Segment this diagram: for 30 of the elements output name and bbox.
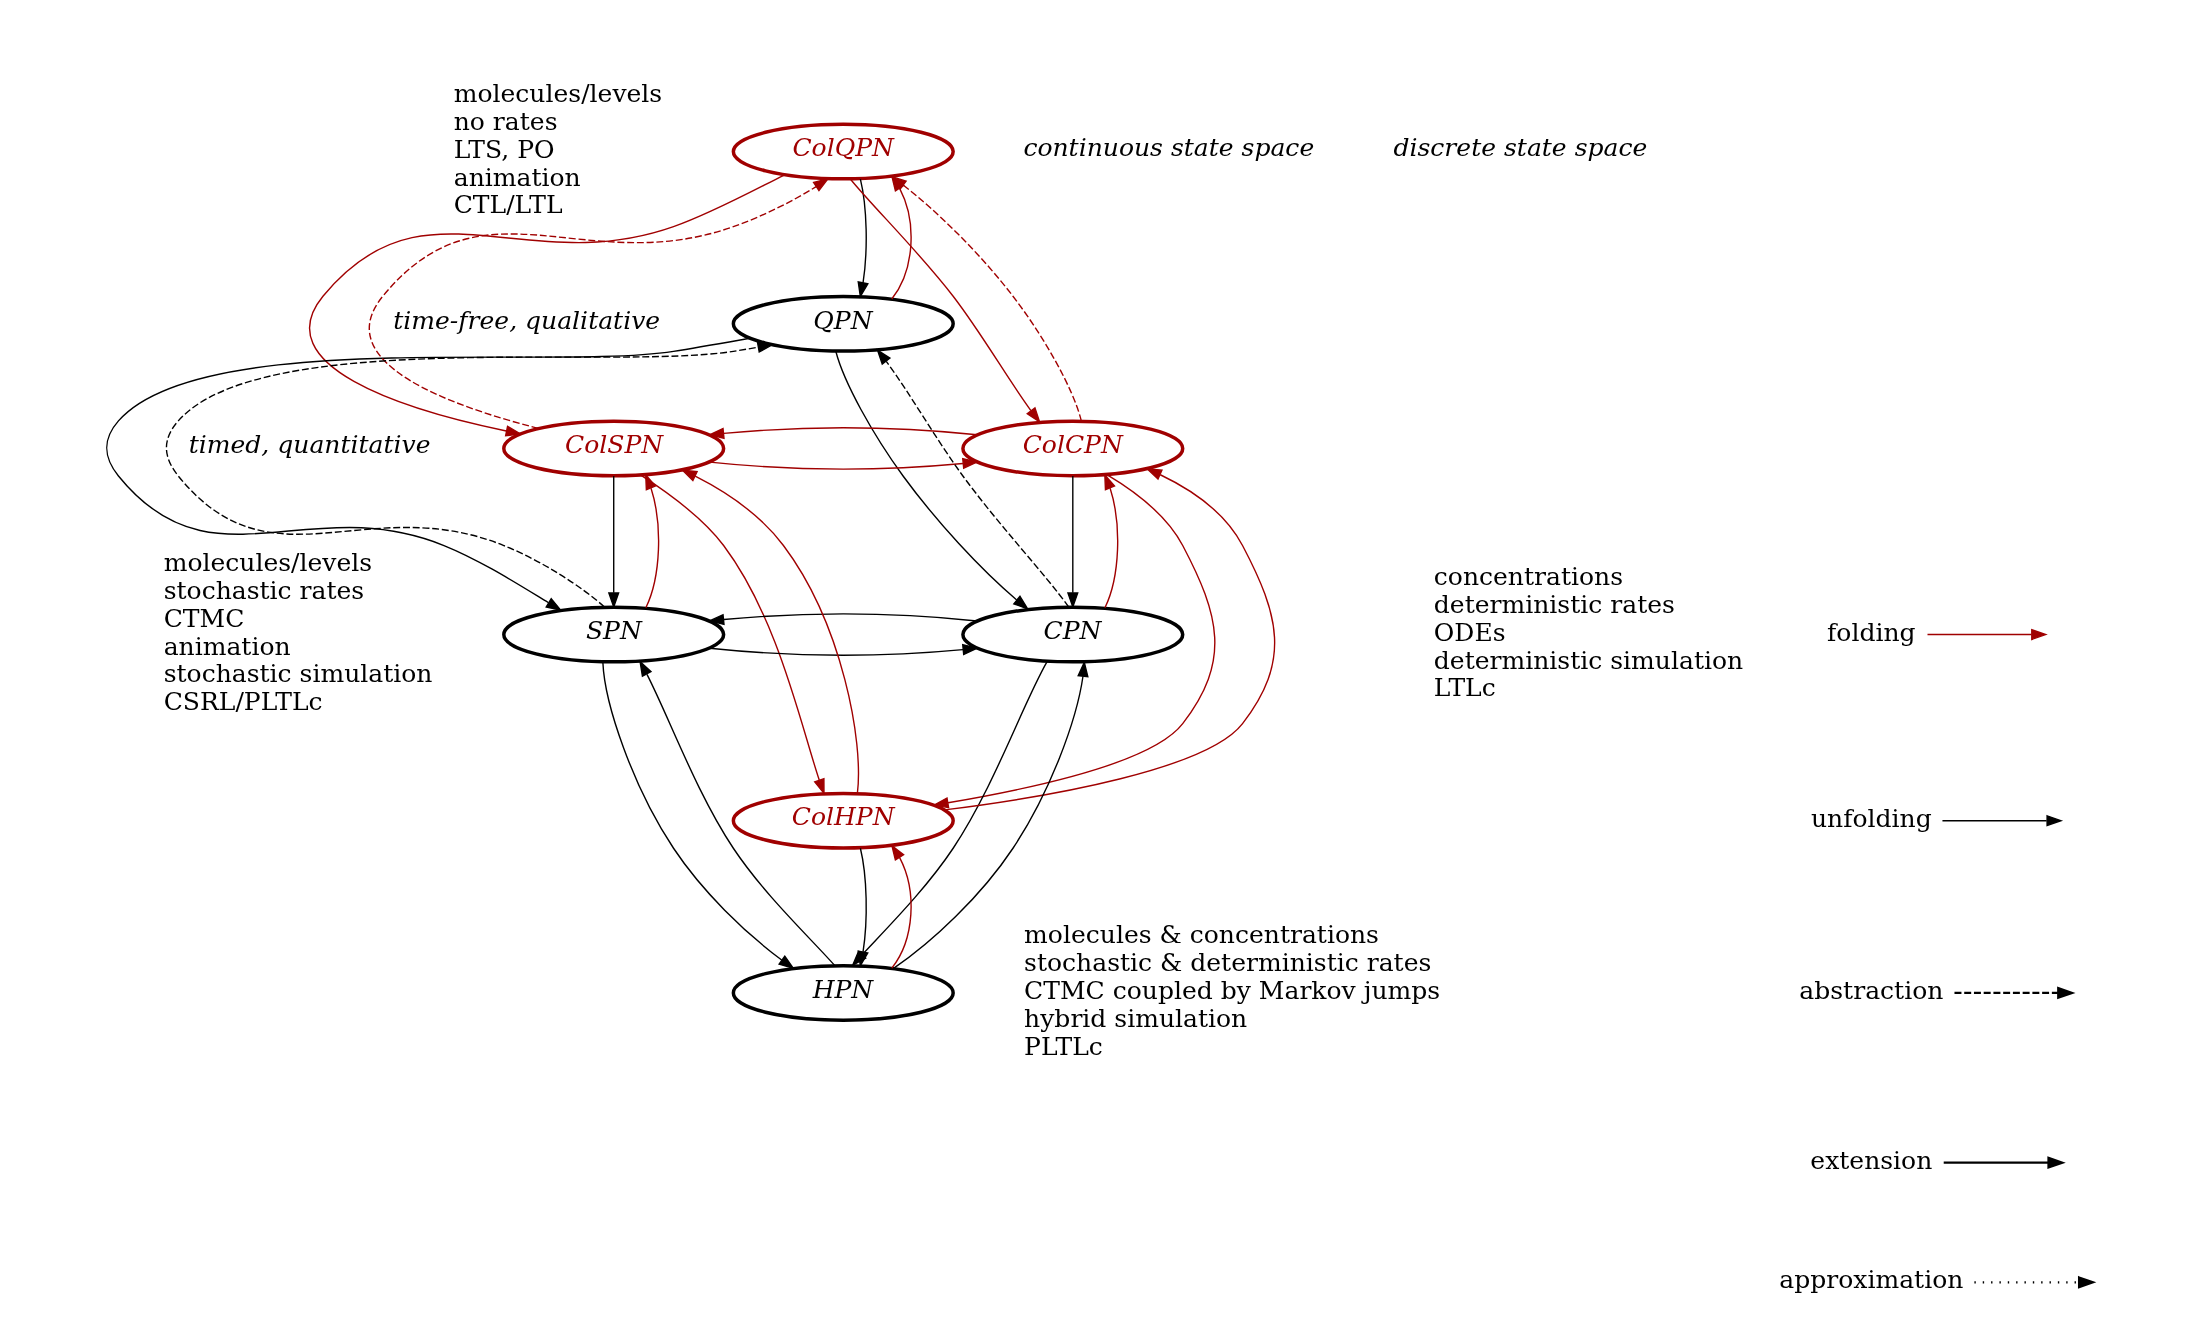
label: molecules/levels	[163, 548, 372, 578]
label: animation	[453, 162, 581, 192]
legend-label: approximation	[1778, 1265, 1963, 1295]
legend-label: unfolding	[1810, 803, 1932, 833]
label: ODEs	[1433, 617, 1506, 647]
label: animation	[163, 631, 291, 661]
legend-label: extension	[1809, 1145, 1932, 1175]
label: CTMC	[163, 603, 244, 633]
legend-label: folding	[1826, 617, 1916, 647]
label: molecules/levels	[453, 79, 662, 109]
label: CTMC coupled by Markov jumps	[1023, 976, 1440, 1006]
label: deterministic rates	[1433, 589, 1675, 619]
label: discrete state space	[1392, 133, 1647, 163]
label: continuous state space	[1022, 133, 1314, 163]
label: no rates	[453, 106, 557, 136]
label: stochastic & deterministic rates	[1023, 948, 1431, 978]
label: stochastic rates	[163, 575, 364, 605]
label: hybrid simulation	[1023, 1003, 1247, 1033]
label: molecules & concentrations	[1023, 920, 1379, 950]
label: LTLc	[1433, 673, 1496, 703]
legend-label: abstraction	[1798, 976, 1943, 1006]
label: CSRL/PLTLc	[163, 687, 323, 717]
label: PLTLc	[1023, 1031, 1103, 1061]
label: stochastic simulation	[163, 659, 432, 689]
label: LTS, PO	[453, 134, 555, 164]
label: concentrations	[1433, 562, 1623, 592]
label: timed, quantitative	[188, 430, 431, 460]
label: CTL/LTL	[453, 190, 563, 220]
label: time-free, qualitative	[392, 305, 660, 335]
label: deterministic simulation	[1433, 645, 1743, 675]
